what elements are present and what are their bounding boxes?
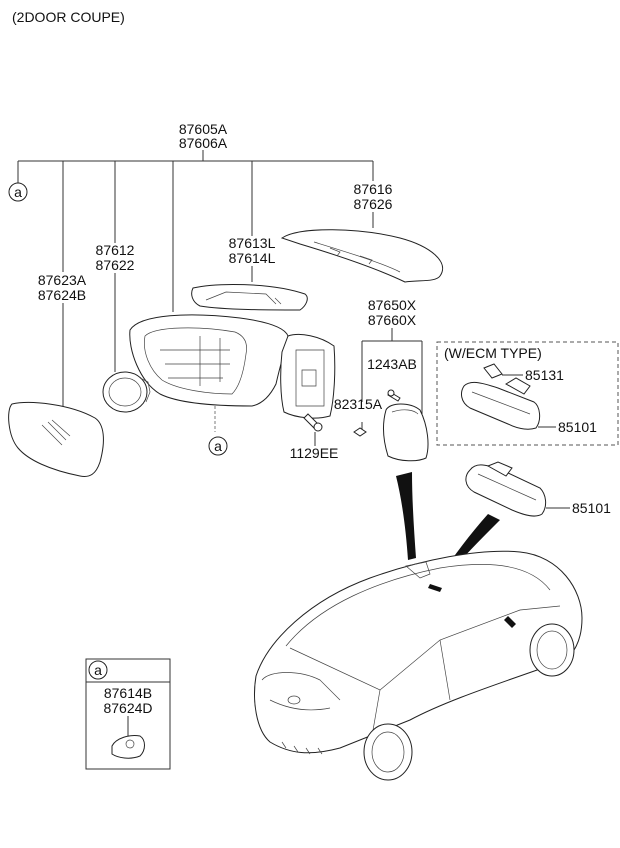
room-mirror-part <box>465 461 570 517</box>
label-87622: 87622 <box>96 257 135 273</box>
clip-82315a-part <box>353 427 367 437</box>
mirror-location-arrow <box>396 472 416 560</box>
inset-callout-a: a <box>94 662 102 678</box>
scalp-cover-part <box>280 229 443 283</box>
cover-assy-bracket <box>361 328 423 432</box>
callout-a-marker: a <box>8 182 28 202</box>
room-mirror-ecm-part <box>461 377 556 430</box>
label-87606A: 87606A <box>179 135 228 151</box>
callout-a-text: a <box>14 184 22 200</box>
inset-box-a <box>85 658 171 770</box>
label-85101-ecm: 85101 <box>558 419 597 435</box>
label-87616: 87616 <box>354 181 393 197</box>
label-87650X: 87650X <box>368 297 417 313</box>
screw-1243ab-part <box>387 389 401 402</box>
label-87660X: 87660X <box>368 312 417 328</box>
label-87624B: 87624B <box>38 287 86 303</box>
cover-assy-part <box>383 403 429 462</box>
label-ecm-type: (W/ECM TYPE) <box>444 345 542 361</box>
page-title: (2DOOR COUPE) <box>12 9 125 25</box>
label-87612: 87612 <box>96 242 135 258</box>
label-87605A: 87605A <box>179 121 228 137</box>
label-87614L: 87614L <box>229 250 276 266</box>
ecm-switch-part <box>483 363 523 379</box>
label-87626: 87626 <box>354 196 393 212</box>
callout-a-housing-marker: a <box>208 436 228 456</box>
label-87613L: 87613L <box>229 235 276 251</box>
mirror-assy-leader-tree <box>17 150 374 408</box>
ecm-type-box <box>436 341 619 446</box>
mirror-glass-part <box>8 402 104 477</box>
label-87614B: 87614B <box>104 685 152 701</box>
label-85131: 85131 <box>525 367 564 383</box>
mirror-housing-part <box>129 314 289 432</box>
label-82315A: 82315A <box>334 396 383 412</box>
inset-part-lamp <box>111 716 145 759</box>
label-1243AB: 1243AB <box>367 356 417 372</box>
callout-a-housing-text: a <box>214 438 222 454</box>
car-illustration <box>254 550 583 781</box>
actuator-part <box>102 371 151 413</box>
label-1129EE: 1129EE <box>290 445 339 461</box>
label-87623A: 87623A <box>38 272 87 288</box>
label-85101: 85101 <box>572 500 611 516</box>
label-87624D: 87624D <box>103 700 152 716</box>
mirror-base-part <box>280 333 336 419</box>
bolt-1129ee-part <box>303 413 323 446</box>
side-repeater-part <box>191 284 308 311</box>
